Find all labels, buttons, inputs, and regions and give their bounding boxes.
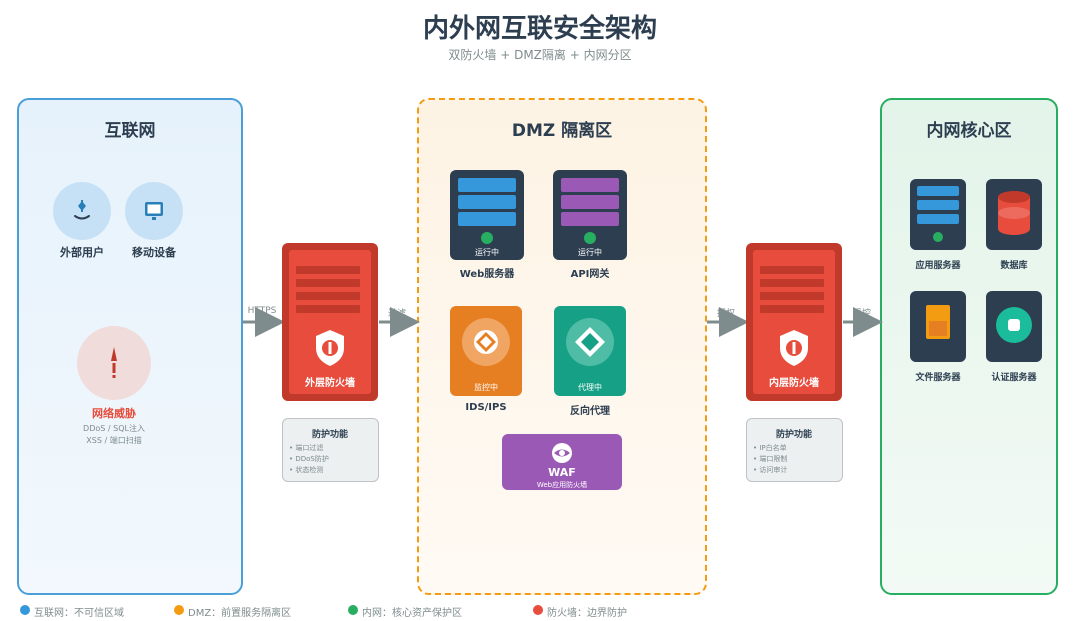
arrow-label-filter: 过滤: [387, 309, 406, 319]
outer-firewall-label: 外层防火墙: [305, 378, 355, 389]
outer-firewall[interactable]: 外层防火墙: [282, 243, 378, 401]
proxy-icon: [566, 318, 614, 366]
status-indicator-icon: [933, 232, 943, 242]
legend-dot-firewall: [533, 605, 543, 615]
outer-firewall-features: 防护功能 • 端口过滤 • DDoS防护 • 状态检测: [282, 418, 379, 482]
arrow-label-https: HTTPS: [247, 306, 277, 316]
radar-icon: [462, 318, 510, 366]
inner-firewall[interactable]: 内层防火墙: [746, 243, 842, 401]
web-server-status: 运行中: [475, 248, 499, 257]
status-indicator-icon: [584, 232, 596, 244]
inner-feature-1: • IP白名单: [753, 444, 787, 452]
proxy-label: 反向代理: [570, 406, 610, 417]
app-server[interactable]: [910, 179, 966, 250]
file-server-label: 文件服务器: [915, 373, 961, 383]
threat-title: 网络威胁: [92, 407, 136, 420]
inner-feature-3: • 访问审计: [753, 466, 788, 474]
threat-line2: XSS / 端口扫描: [86, 436, 142, 445]
app-server-label: 应用服务器: [915, 261, 961, 271]
legend-dot-intranet: [348, 605, 358, 615]
legend-dmz: DMZ：前置服务隔离区: [188, 608, 292, 619]
threat-node[interactable]: [77, 326, 151, 400]
waf-device[interactable]: WAF Web应用防火墙: [502, 434, 622, 490]
api-gateway-status: 运行中: [578, 248, 602, 257]
lock-icon: [996, 307, 1032, 343]
warning-icon: [111, 347, 117, 378]
ids-label: IDS/IPS: [465, 402, 507, 413]
monitor-icon: [145, 202, 163, 220]
intranet-zone-title: 内网核心区: [926, 121, 1012, 141]
database-label: 数据库: [1000, 261, 1028, 271]
ids-status: 监控中: [474, 383, 498, 392]
threat-line1: DDoS / SQL注入: [83, 424, 145, 433]
arrow-label-authorize: 授权: [716, 309, 735, 319]
mobile-device-node[interactable]: [125, 182, 183, 240]
user-icon: [74, 200, 90, 220]
legend-intranet: 内网：核心资产保护区: [362, 608, 462, 619]
inner-firewall-features: 防护功能 • IP白名单 • 端口限制 • 访问审计: [746, 418, 843, 482]
auth-server[interactable]: [986, 291, 1042, 362]
inner-firewall-label: 内层防火墙: [769, 378, 819, 389]
outer-feature-2: • DDoS防护: [289, 455, 329, 463]
arrow-label-controlled: 受控: [852, 309, 871, 319]
proxy-status: 代理中: [578, 383, 602, 392]
dmz-zone-title: DMZ 隔离区: [511, 121, 613, 141]
file-server[interactable]: [910, 291, 966, 362]
page-subtitle: 双防火墙 + DMZ隔离 + 内网分区: [448, 48, 632, 62]
status-indicator-icon: [481, 232, 493, 244]
legend-internet: 互联网：不可信区域: [34, 608, 124, 619]
reverse-proxy[interactable]: 代理中: [554, 306, 626, 396]
shield-icon: [780, 330, 808, 366]
database-icon: [998, 191, 1030, 235]
legend-dot-internet: [20, 605, 30, 615]
external-user-node[interactable]: [53, 182, 111, 240]
outer-feature-1: • 端口过滤: [289, 444, 324, 452]
ids-ips-device[interactable]: 监控中: [450, 306, 522, 396]
web-server[interactable]: 运行中: [450, 170, 524, 260]
database[interactable]: [986, 179, 1042, 250]
legend-firewall: 防火墙：边界防护: [547, 608, 627, 619]
page-title: 内外网互联安全架构: [422, 14, 657, 44]
inner-feature-2: • 端口限制: [753, 455, 788, 463]
api-gateway-label: API网关: [570, 269, 610, 280]
auth-server-label: 认证服务器: [991, 373, 1037, 383]
outer-panel-title: 防护功能: [311, 430, 348, 440]
eye-icon: [552, 443, 572, 463]
api-gateway[interactable]: 运行中: [553, 170, 627, 260]
file-icon: [926, 305, 950, 339]
inner-panel-title: 防护功能: [775, 430, 812, 440]
shield-icon: [316, 330, 344, 366]
outer-feature-3: • 状态检测: [289, 466, 324, 474]
legend-dot-dmz: [174, 605, 184, 615]
waf-title: WAF: [548, 466, 576, 479]
internet-zone-title: 互联网: [104, 121, 156, 141]
web-server-label: Web服务器: [459, 269, 515, 280]
mobile-device-label: 移动设备: [132, 246, 176, 259]
external-user-label: 外部用户: [60, 246, 104, 259]
waf-subtitle: Web应用防火墙: [536, 481, 588, 489]
